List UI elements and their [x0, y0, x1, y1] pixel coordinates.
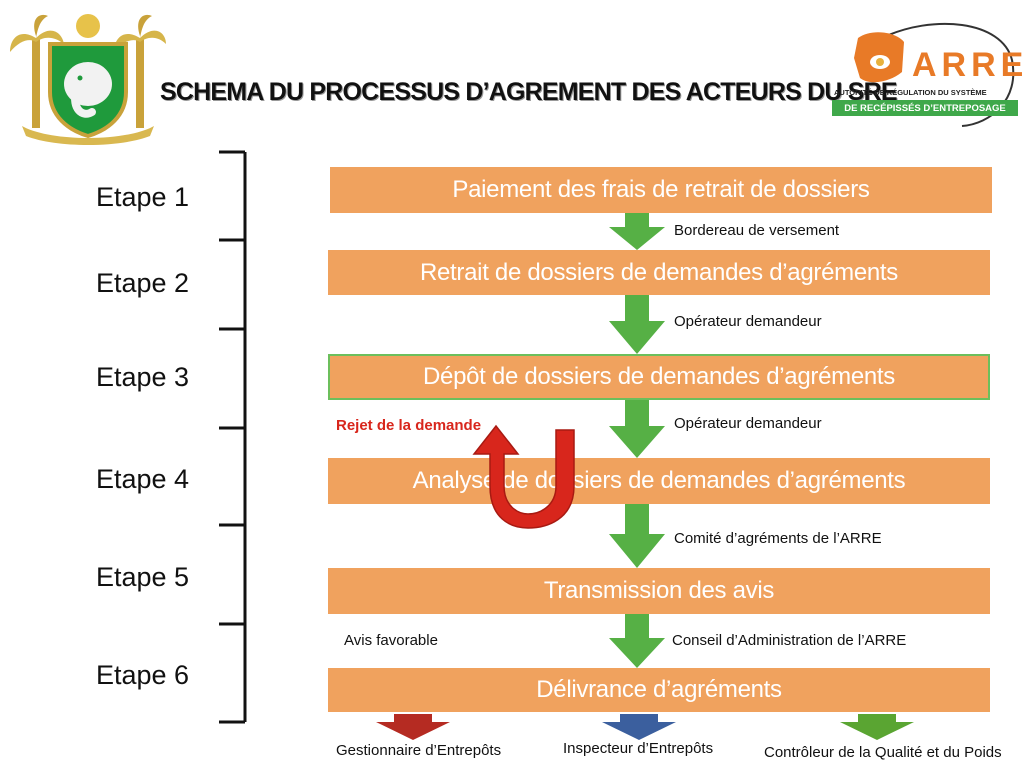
logo-tagline-2: DE RECÉPISSÉS D’ENTREPOSAGE — [832, 100, 1018, 116]
down-arrow-icon — [609, 213, 665, 250]
page-title: SCHEMA DU PROCESSUS D’AGREMENT DES ACTEU… — [160, 78, 898, 106]
output-label-controleur: Contrôleur de la Qualité et du Poids — [764, 744, 1002, 761]
etape-bracket — [219, 150, 247, 724]
etape-label-6: Etape 6 — [96, 660, 190, 690]
arre-logo: ARRE AUTORITÉ DE RÉGULATION DU SYSTÈME D… — [832, 20, 1023, 127]
reject-label: Rejet de la demande — [336, 417, 482, 434]
step-box-5: Transmission des avis — [328, 568, 990, 614]
favorable-label: Avis favorable — [344, 632, 438, 649]
sun-icon — [76, 14, 100, 38]
output-arrow-blue-icon — [602, 714, 676, 740]
coat-of-arms-logo — [10, 14, 166, 145]
down-arrow-icon — [609, 295, 665, 354]
logo-name: ARRE — [912, 46, 1024, 84]
step-box-1: Paiement des frais de retrait de dossier… — [330, 167, 992, 213]
step-box-2: Retrait de dossiers de demandes d’agréme… — [328, 250, 990, 295]
down-arrow-icon — [609, 504, 665, 568]
connector-label-2: Opérateur demandeur — [674, 313, 822, 330]
elephant-head-icon — [64, 62, 112, 118]
step-box-6: Délivrance d’agréments — [328, 668, 990, 712]
output-label-inspecteur: Inspecteur d’Entrepôts — [563, 740, 714, 757]
connector-label-1: Bordereau de versement — [674, 222, 840, 239]
etape-label-3: Etape 3 — [96, 362, 190, 392]
down-arrow-icon — [609, 400, 665, 458]
etape-label-5: Etape 5 — [96, 562, 190, 592]
etape-label-2: Etape 2 — [96, 268, 190, 298]
logo-tagline-1: AUTORITÉ DE RÉGULATION DU SYSTÈME — [834, 88, 987, 97]
etape-label-1: Etape 1 — [96, 182, 190, 212]
reject-u-turn-arrow-icon — [472, 424, 575, 529]
banner-ribbon-icon — [22, 126, 154, 145]
output-arrow-red-icon — [376, 714, 450, 740]
palm-tree-right-icon — [114, 14, 166, 128]
map-icon — [854, 32, 904, 83]
output-label-gestionnaire: Gestionnaire d’Entrepôts — [336, 742, 502, 759]
etape-label-4: Etape 4 — [96, 464, 190, 494]
down-arrow-icon — [609, 614, 665, 668]
palm-tree-left-icon — [10, 14, 64, 128]
step-box-3: Dépôt de dossiers de demandes d’agrément… — [328, 354, 990, 400]
output-arrow-green-icon — [840, 714, 914, 740]
step-box-4: Analyse de dossiers de demandes d’agréme… — [328, 458, 990, 504]
connector-label-4: Comité d’agréments de l’ARRE — [674, 530, 882, 547]
connector-label-3: Opérateur demandeur — [674, 415, 822, 432]
logo-arc-icon — [881, 22, 1015, 127]
connector-label-5: Conseil d’Administration de l’ARRE — [672, 632, 907, 649]
